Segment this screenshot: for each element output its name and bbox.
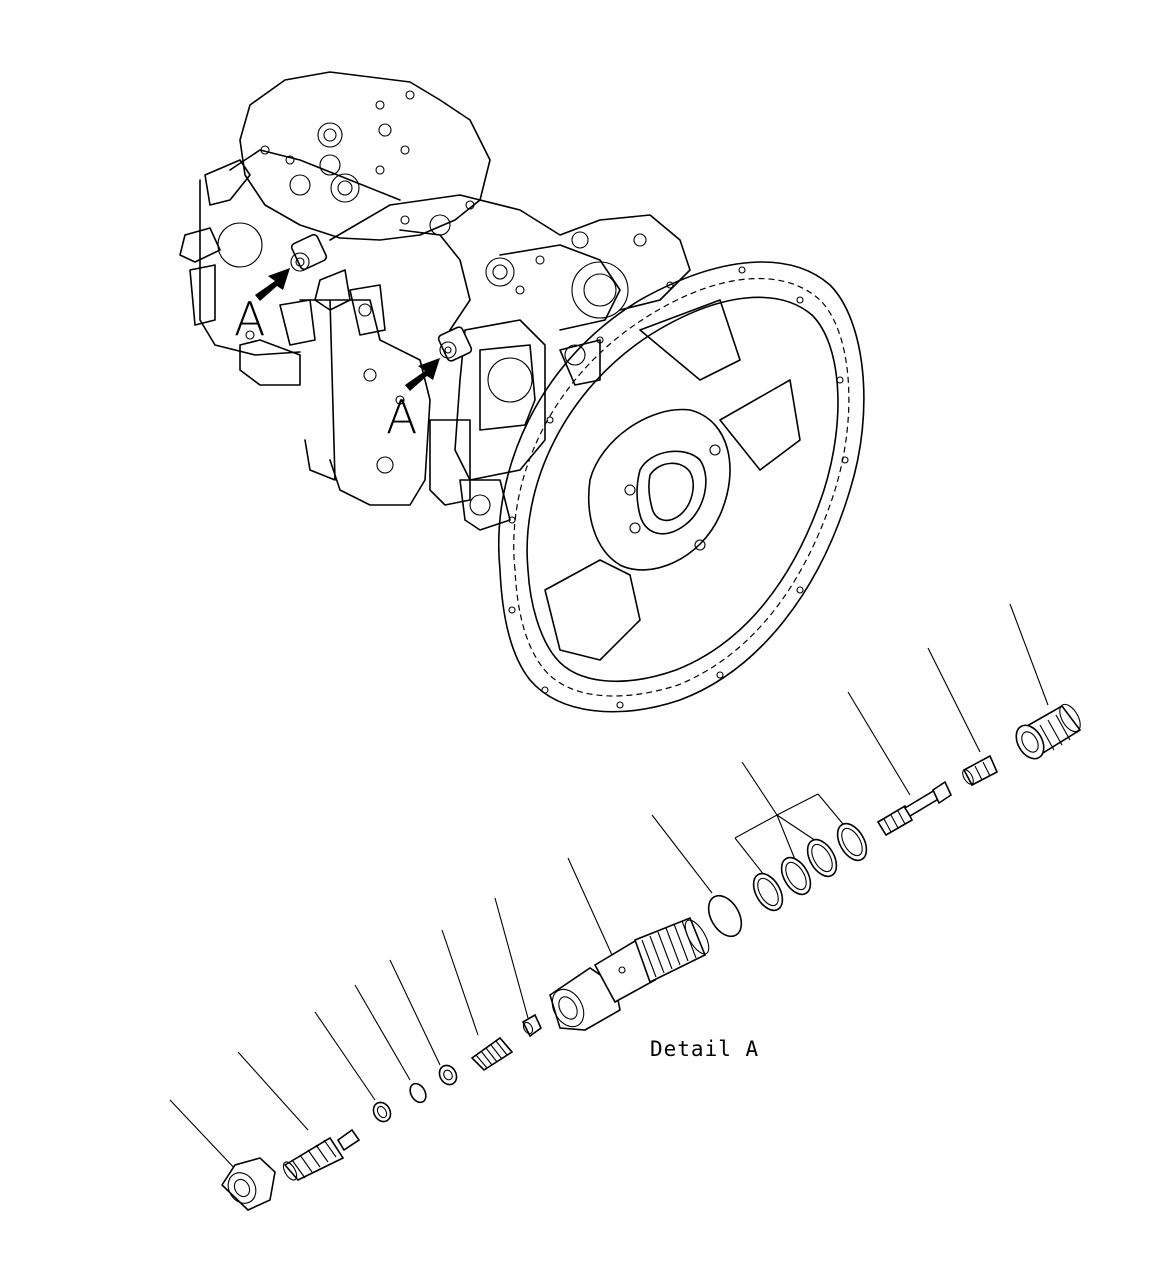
- washer: [438, 1064, 458, 1086]
- o-ring-small: [409, 1082, 427, 1104]
- ring-set: [752, 822, 868, 912]
- callout-label-a-upper: A: [234, 292, 266, 346]
- pump-assembly: [179, 71, 865, 713]
- flywheel-housing: [498, 261, 865, 713]
- o-ring-large: [707, 894, 743, 938]
- piston: [962, 754, 999, 787]
- arrow-icon: [405, 358, 440, 391]
- plug-fitting-upper: [290, 233, 328, 272]
- leader-lines: [169, 603, 1049, 1173]
- valve-sleeve: [549, 916, 710, 1031]
- plug-fitting-lower: [437, 326, 473, 362]
- hex-nut: [220, 1157, 276, 1211]
- arrow-icon: [255, 268, 290, 301]
- spring: [470, 1036, 514, 1072]
- callout-label-a-lower: A: [386, 390, 418, 444]
- snap-ring: [372, 1101, 392, 1123]
- detail-a-parts: [169, 603, 1082, 1211]
- spool: [876, 780, 953, 837]
- detail-caption: Detail A: [650, 1037, 760, 1061]
- adjusting-screw: [282, 1128, 361, 1181]
- poppet: [521, 1013, 543, 1038]
- end-cap: [1015, 703, 1082, 760]
